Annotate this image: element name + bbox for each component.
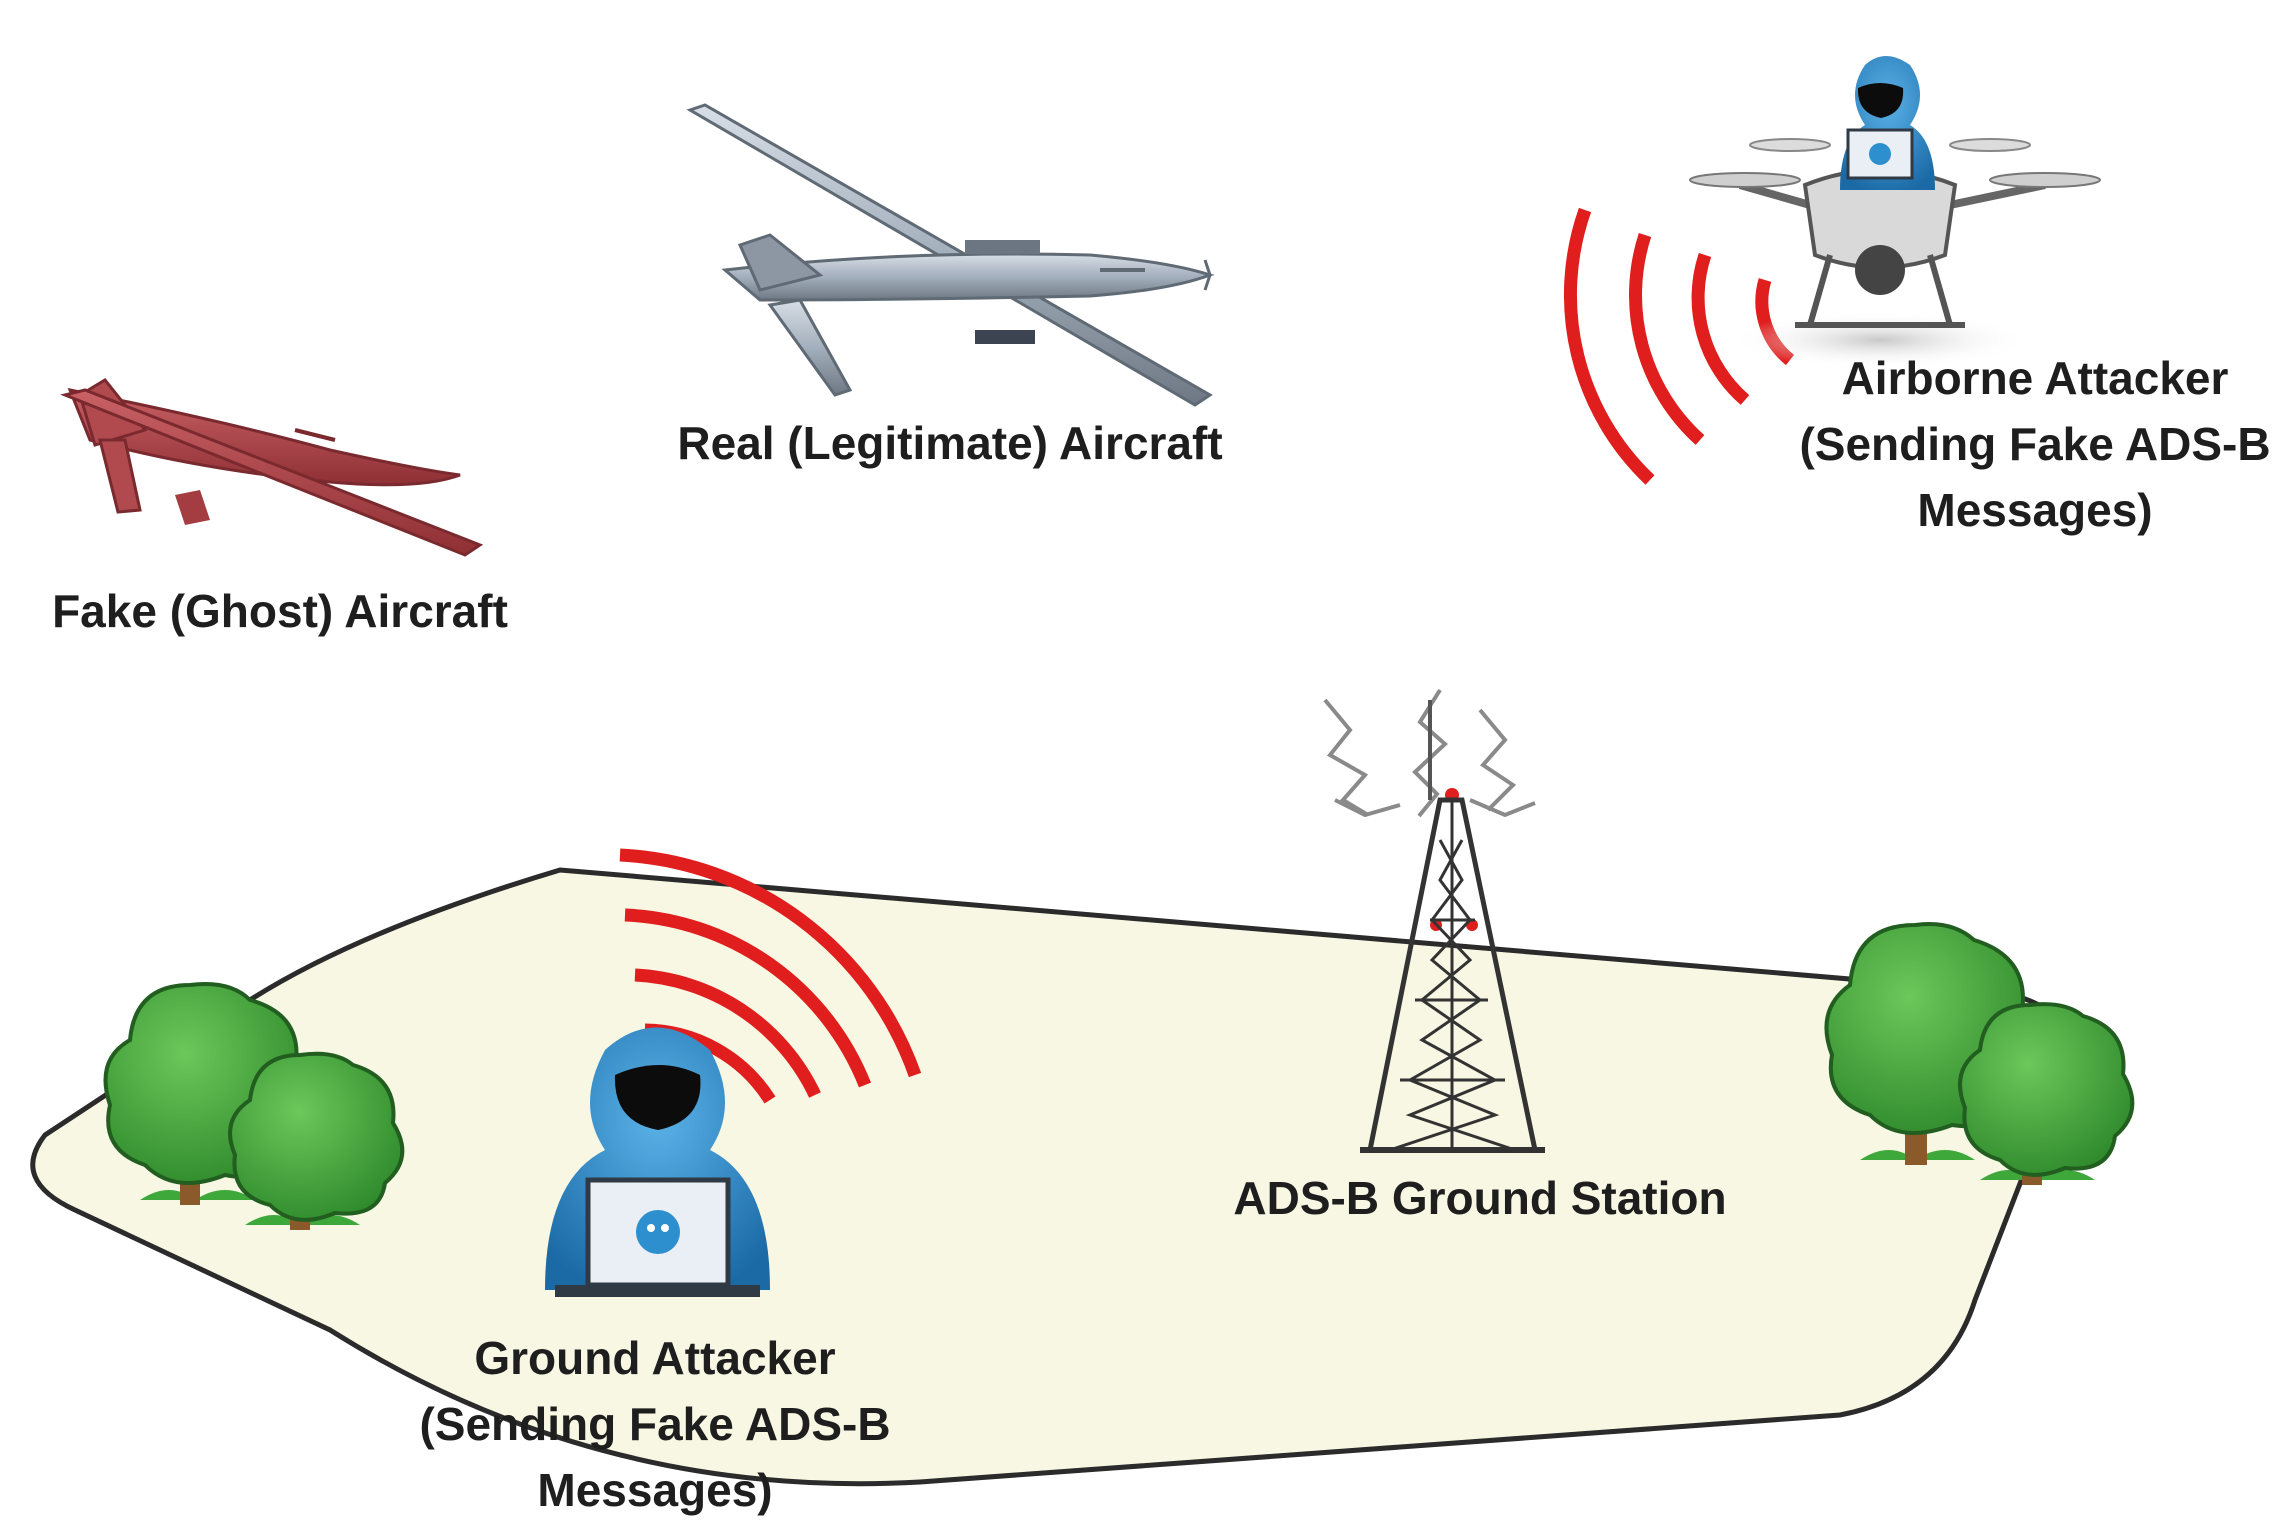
hacker-on-quadcopter-icon — [1689, 56, 2101, 368]
radio-tower-icon — [1323, 688, 1545, 1153]
airborne-attacker-desc-line2: Messages) — [1917, 484, 2153, 536]
ground-station-label: ADS-B Ground Station — [1200, 1165, 1760, 1231]
real-aircraft-label-text: Real (Legitimate) Aircraft — [677, 417, 1223, 469]
ground-attacker-title: Ground Attacker — [474, 1332, 836, 1384]
airborne-attacker-label: Airborne Attacker (Sending Fake ADS-B Me… — [1795, 345, 2275, 543]
tree-icon — [1958, 1002, 2135, 1185]
tree-icon — [228, 1051, 405, 1230]
airborne-attacker-title: Airborne Attacker — [1841, 352, 2229, 404]
ground-station-label-text: ADS-B Ground Station — [1233, 1172, 1727, 1224]
real-aircraft-label: Real (Legitimate) Aircraft — [645, 410, 1255, 476]
ground-attacker-label: Ground Attacker (Sending Fake ADS-B Mess… — [410, 1325, 900, 1523]
fake-aircraft-label: Fake (Ghost) Aircraft — [35, 578, 525, 644]
hacker-with-laptop-icon — [545, 1027, 770, 1297]
ground-attacker-desc-line1: (Sending Fake ADS-B — [419, 1398, 891, 1450]
airborne-attacker-desc-line1: (Sending Fake ADS-B — [1799, 418, 2271, 470]
ghost-drone-icon — [60, 378, 484, 557]
ground-attacker-desc-line2: Messages) — [537, 1464, 773, 1516]
fake-aircraft-label-text: Fake (Ghost) Aircraft — [52, 585, 508, 637]
uav-drone-icon — [686, 103, 1215, 407]
